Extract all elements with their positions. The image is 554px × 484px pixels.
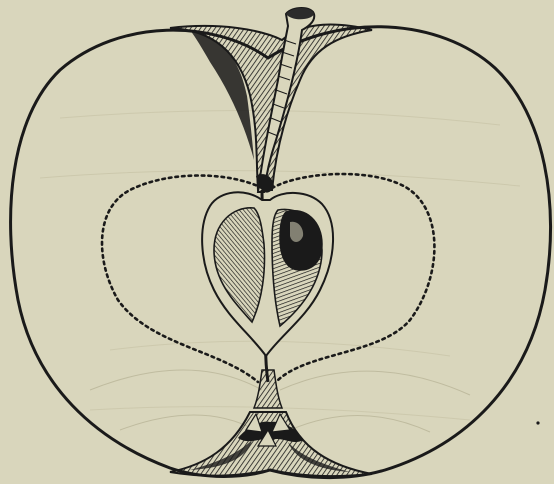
paper-speck (536, 421, 539, 424)
